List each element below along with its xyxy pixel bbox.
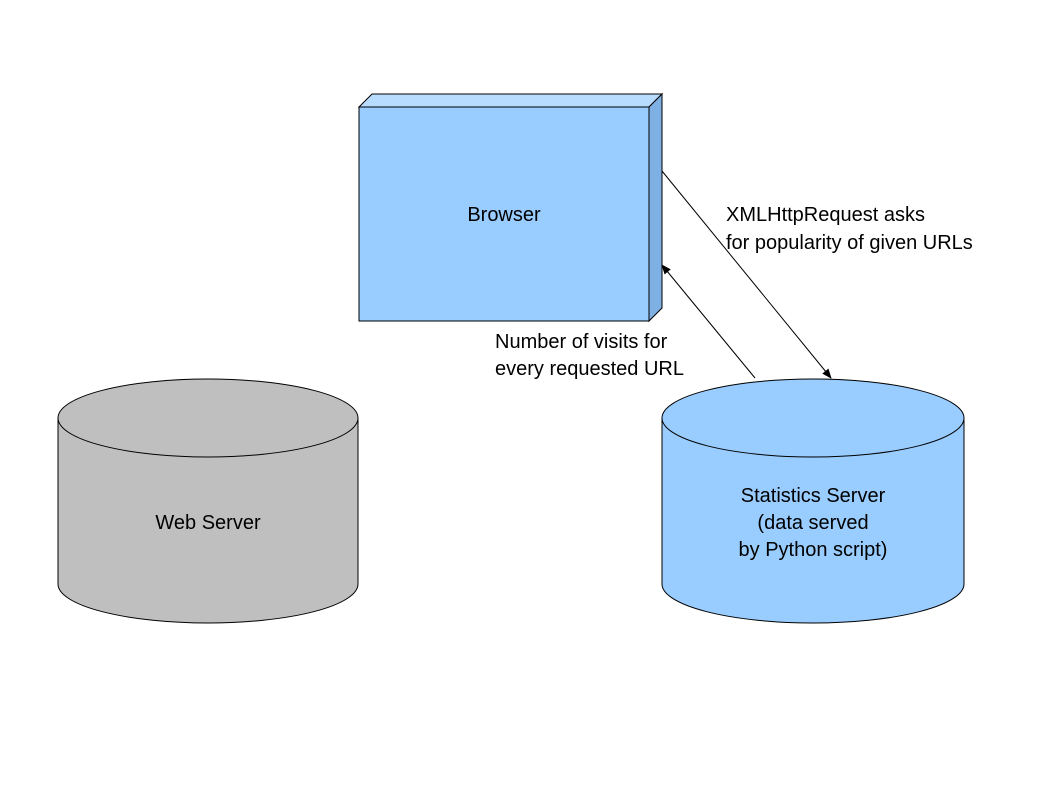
response-label-line-1: Number of visits for bbox=[495, 331, 668, 353]
request-label-line-2: for popularity of given URLs bbox=[726, 232, 973, 254]
statistics-server-label-line-2: (data served bbox=[757, 512, 868, 534]
browser-box-side bbox=[648, 92, 663, 323]
request-label-line-1: XMLHttpRequest asks bbox=[726, 204, 925, 226]
web-server-top bbox=[57, 378, 359, 458]
browser-label: Browser bbox=[467, 204, 541, 226]
request-arrow bbox=[661, 170, 832, 379]
response-label-line-2: every requested URL bbox=[495, 358, 684, 380]
browser-box-top bbox=[357, 93, 664, 108]
statistics-server-label-line-3: by Python script) bbox=[739, 539, 888, 561]
browser-box: Browser bbox=[357, 92, 664, 323]
statistics-server-label-line-1: Statistics Server bbox=[741, 485, 886, 507]
web-server-body bbox=[57, 417, 359, 624]
statistics-server-body bbox=[661, 417, 965, 624]
statistics-server-top bbox=[661, 378, 965, 458]
response-arrow bbox=[661, 264, 756, 379]
web-server-label: Web Server bbox=[155, 512, 261, 534]
web-server-cylinder: Web Server bbox=[57, 378, 359, 624]
browser-box-front bbox=[358, 106, 650, 322]
statistics-server-cylinder: Statistics Server (data served by Python… bbox=[661, 378, 965, 624]
